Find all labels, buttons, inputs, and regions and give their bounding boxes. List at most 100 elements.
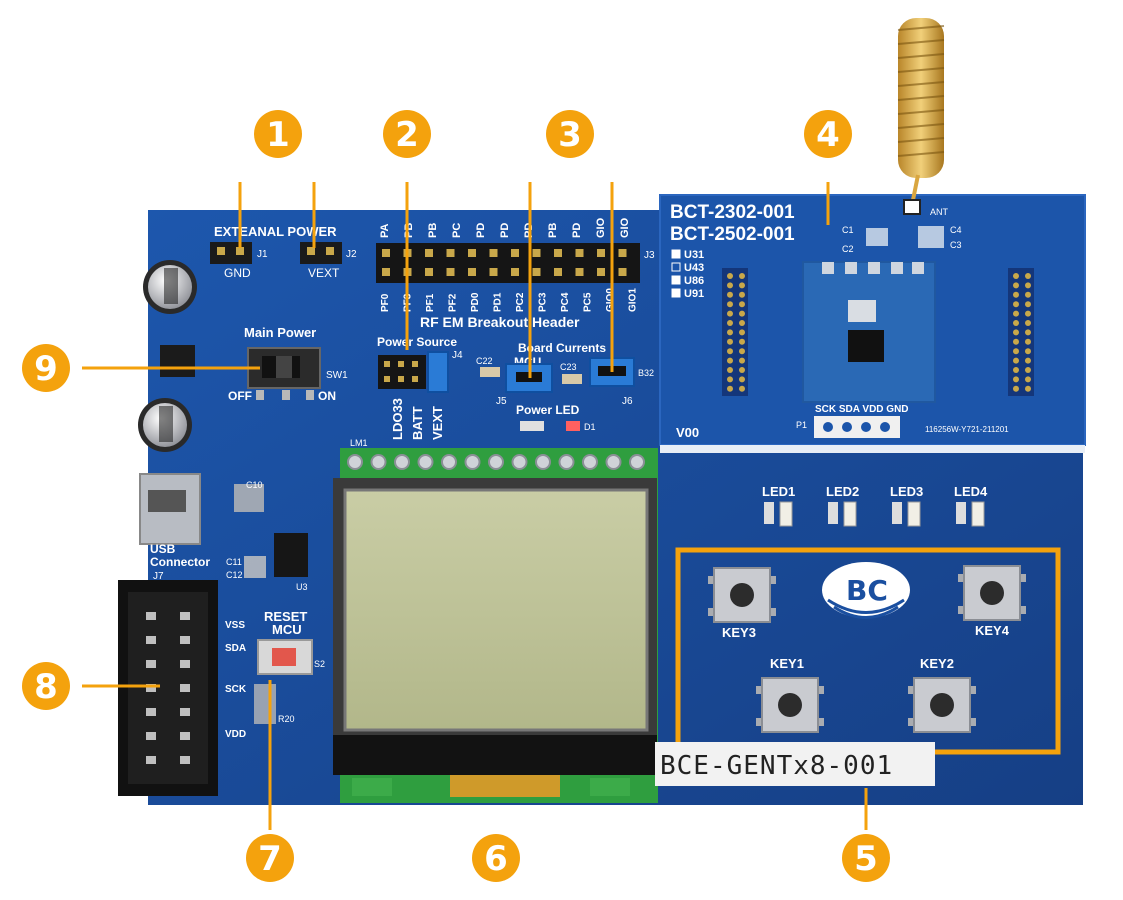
j7-label: J7 <box>153 571 164 582</box>
bc-logo-text: BC <box>846 574 888 607</box>
c12-label: C12 <box>226 570 243 580</box>
callout-1: 1 <box>254 110 302 158</box>
callout-number: 2 <box>395 115 419 155</box>
rf-serial-label: 116256W-Y721-211201 <box>925 425 1009 434</box>
rf-pin <box>1025 385 1031 392</box>
callout-number: 5 <box>854 839 878 879</box>
lcd-pin <box>582 454 598 470</box>
gnd-label: GND <box>224 266 251 280</box>
rf-variant-checkbox <box>671 249 681 259</box>
led-label: LED3 <box>890 484 923 499</box>
rf-pin <box>739 291 745 298</box>
rf-pin <box>1025 376 1031 383</box>
sda-label: SDA <box>225 643 246 654</box>
header-pin-strip[interactable] <box>376 243 640 283</box>
j2-header[interactable] <box>300 242 342 264</box>
rf-pin <box>739 376 745 383</box>
rf-pin <box>1025 348 1031 355</box>
debug-pin <box>180 756 190 764</box>
usb-passives <box>234 484 264 512</box>
debug-pin <box>146 636 156 644</box>
p1-connector[interactable] <box>814 416 900 438</box>
key-button-key2[interactable] <box>908 677 976 733</box>
rf-pin <box>1013 320 1019 326</box>
rf-variant-checkbox <box>671 288 681 298</box>
header-pin-label-bottom: PC2 <box>515 292 526 312</box>
lcd-pin <box>370 454 387 470</box>
header-pin <box>532 268 541 276</box>
rf-variant-checkbox <box>671 262 681 272</box>
rf-pin <box>727 357 733 364</box>
main-power-label: Main Power <box>244 325 316 340</box>
u3-label: U3 <box>296 582 308 592</box>
usb-connector[interactable] <box>139 473 201 545</box>
main-power-switch[interactable] <box>247 347 321 400</box>
rf-pin <box>739 301 745 308</box>
header-pin <box>618 268 627 276</box>
rf-pin <box>1013 301 1019 308</box>
rf-model-1: BCT-2302-001 <box>670 202 795 223</box>
callout-3: 3 <box>546 110 594 158</box>
j5-label: J5 <box>496 396 507 407</box>
rf-pin <box>727 329 733 336</box>
callout-7: 7 <box>246 834 294 882</box>
rf-pin <box>727 301 733 308</box>
rf-pin <box>1013 385 1019 392</box>
debug-pin <box>146 732 156 740</box>
reset-button[interactable] <box>257 639 313 675</box>
key-button-key3[interactable] <box>708 567 776 623</box>
header-pin-label-top: PB <box>403 223 415 238</box>
rf-breakout-header[interactable]: PAPBPBPCPDPDPDPBPDGIOGIO PF0PF3PF1PF2PD0… <box>376 217 655 330</box>
rf-pin <box>1025 329 1031 336</box>
header-pin <box>425 268 433 276</box>
header-pin-label-top: GIO <box>595 217 607 238</box>
debug-connector[interactable] <box>118 580 218 796</box>
sw1-label: SW1 <box>326 370 348 381</box>
callout-lines <box>82 182 868 830</box>
header-pin-label-top: GIO <box>619 217 631 238</box>
j3-label: J3 <box>644 250 655 261</box>
key-button-key1[interactable] <box>756 677 824 733</box>
off-label: OFF <box>228 389 252 403</box>
vss-label: VSS <box>225 620 245 631</box>
c10-label: C10 <box>246 480 263 490</box>
j1-header[interactable] <box>210 242 252 264</box>
rf-version-label: V00 <box>676 425 699 440</box>
callout-number: 3 <box>558 115 582 155</box>
debug-pin <box>180 732 190 740</box>
callout-number: 7 <box>258 839 282 879</box>
batt-label: BATT <box>410 406 425 440</box>
on-label: ON <box>318 389 336 403</box>
led-resistor <box>956 502 966 524</box>
power-source-jumper[interactable] <box>378 351 449 393</box>
header-pin <box>554 268 562 276</box>
header-pin-label-bottom: PD1 <box>493 292 504 312</box>
header-pin <box>468 268 476 276</box>
rf-pin <box>739 273 745 279</box>
key-button-key4[interactable] <box>958 565 1026 621</box>
rf-pin <box>1013 338 1019 345</box>
rf-pin <box>727 338 733 345</box>
rf-pin <box>1013 367 1019 373</box>
c4-label: C4 <box>950 225 962 235</box>
rf-variant-label: U31 <box>684 249 704 261</box>
callout-number: 4 <box>816 115 840 155</box>
rf-pin <box>739 282 745 289</box>
rf-pin <box>739 329 745 336</box>
rf-pin <box>739 357 745 364</box>
rf-pin <box>739 367 745 373</box>
led-indicator <box>907 501 921 527</box>
header-pin <box>554 249 562 257</box>
header-pin-label-bottom: PC3 <box>538 292 549 312</box>
header-pin-label-top: PD <box>475 223 487 238</box>
rf-pin <box>1025 291 1031 298</box>
lcd-pin <box>417 454 434 470</box>
header-pin <box>532 249 541 257</box>
rf-pin <box>727 367 733 373</box>
c23-cap <box>562 374 582 384</box>
lcd-pin <box>511 454 528 470</box>
reset-passives <box>254 684 276 724</box>
rf-pin <box>727 282 733 289</box>
